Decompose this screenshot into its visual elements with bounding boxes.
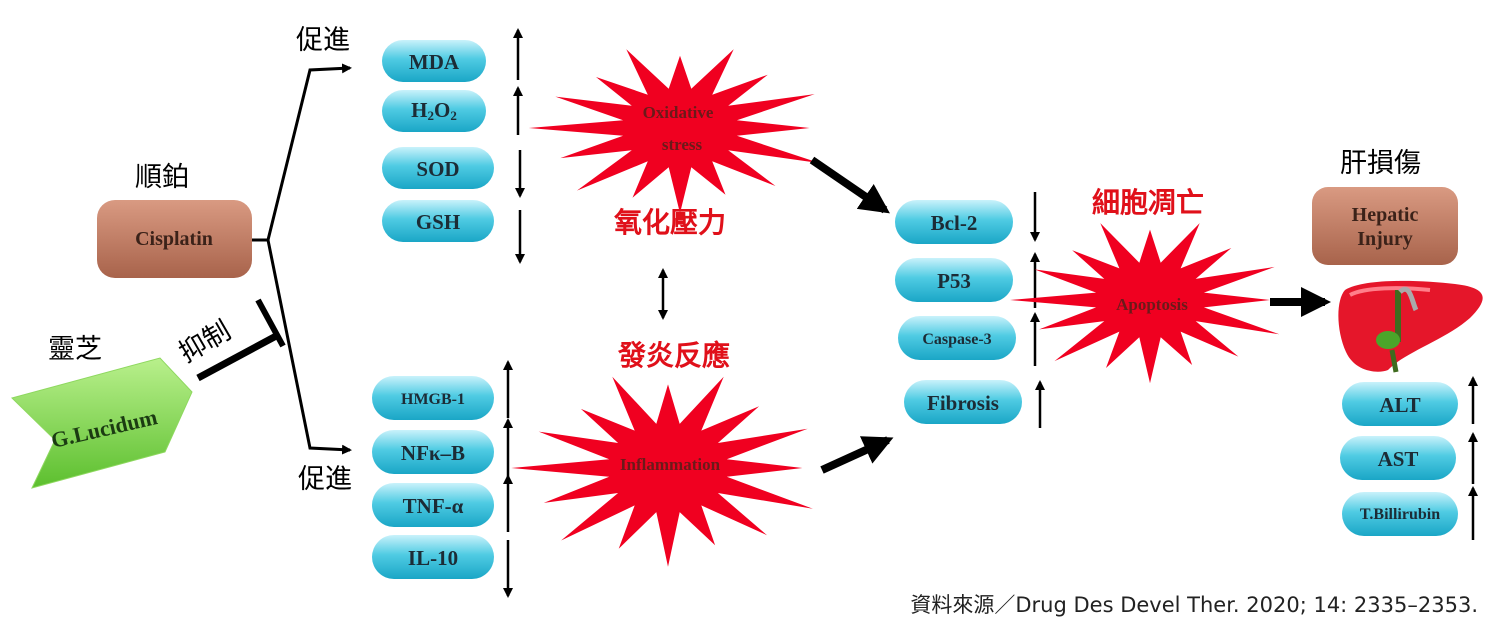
apoptosis-marker-group: Bcl-2 P53 Caspase-3 Fibrosis	[895, 192, 1045, 428]
hepatic-label-line1: Hepatic	[1352, 204, 1419, 226]
cisplatin-zh-label: 順鉑	[135, 162, 189, 193]
pill-label-tbillirubin: T.Billirubin	[1360, 506, 1440, 523]
inflammation-zh-label: 發炎反應	[617, 339, 730, 372]
cisplatin-box	[97, 200, 252, 278]
pill-sod	[382, 147, 494, 189]
pill-caspase3	[898, 316, 1016, 360]
g-lucidum-shape	[11, 357, 193, 489]
inflammation-marker-group: HMGB-1 NFκ–B TNF-α IL-10	[372, 360, 513, 598]
pill-label-fibrosis: Fibrosis	[927, 391, 999, 415]
pill-h2o2	[382, 90, 486, 132]
pill-p53	[895, 258, 1013, 302]
pill-nfkb	[372, 430, 494, 474]
promote-label-bottom: 促進	[298, 464, 352, 495]
inhibit-bar	[255, 298, 286, 348]
liver-injury-zh-label: 肝損傷	[1340, 148, 1421, 179]
pill-label-alt: ALT	[1379, 393, 1420, 417]
pill-il10	[372, 535, 494, 579]
oxidative-marker-group: MDA H2O2 SOD GSH	[382, 28, 525, 264]
pill-label-il10: IL-10	[408, 546, 458, 570]
pill-label-bcl2: Bcl-2	[931, 211, 978, 235]
pill-label-caspase3: Caspase-3	[922, 331, 991, 348]
pill-label-ast: AST	[1378, 447, 1419, 471]
oxidative-zh-label: 氧化壓力	[614, 206, 726, 239]
inflammation-burst	[511, 376, 813, 567]
pill-fibrosis	[904, 380, 1022, 424]
apoptosis-label: Apoptosis	[1116, 295, 1188, 314]
inhibit-line	[196, 331, 280, 382]
pill-label-sod: SOD	[416, 157, 459, 181]
promote-arrow-bottom	[266, 239, 352, 455]
pill-label-p53: P53	[937, 269, 971, 293]
liver-marker-group: ALT AST T.Billirubin	[1340, 376, 1478, 540]
pill-tnfa	[372, 483, 494, 527]
pill-hmgb1	[372, 376, 494, 420]
pill-label-nfkb: NFκ–B	[401, 441, 465, 465]
pill-label-gsh: GSH	[416, 210, 460, 234]
hepatic-label-line2: Injury	[1357, 228, 1413, 250]
apoptosis-zh-label: 細胞凋亡	[1092, 186, 1204, 219]
pill-gsh	[382, 200, 494, 242]
pill-label-hmgb1: HMGB-1	[401, 391, 465, 408]
source-citation: 資料來源／Drug Des Devel Ther. 2020; 14: 2335…	[910, 593, 1478, 617]
pill-label-h2o2: H2O2	[411, 98, 457, 123]
cisplatin-label: Cisplatin	[135, 228, 213, 250]
oxidative-label-line1: Oxidative	[643, 103, 714, 122]
promote-label-top: 促進	[296, 25, 350, 56]
liver-icon	[1338, 280, 1483, 373]
pill-bcl2	[895, 200, 1013, 244]
apoptosis-burst	[1010, 223, 1280, 384]
pill-alt	[1342, 382, 1458, 426]
oxidative-stress-burst	[528, 49, 820, 214]
pill-label-tnfa: TNF-α	[403, 494, 464, 518]
big-arrow-oxi-to-apoptosis	[809, 156, 890, 214]
inflammation-label: Inflammation	[620, 455, 721, 474]
big-arrow-inf-to-apoptosis	[820, 436, 894, 474]
pill-label-mda: MDA	[409, 50, 460, 74]
lingzhi-zh-label: 靈芝	[48, 334, 102, 365]
pill-tbillirubin	[1342, 492, 1458, 536]
promote-arrow-top	[252, 63, 352, 242]
pill-mda	[382, 40, 486, 82]
oxidative-label-line2: stress	[662, 135, 703, 154]
pill-ast	[1340, 436, 1456, 480]
hepatic-injury-box	[1312, 187, 1458, 265]
